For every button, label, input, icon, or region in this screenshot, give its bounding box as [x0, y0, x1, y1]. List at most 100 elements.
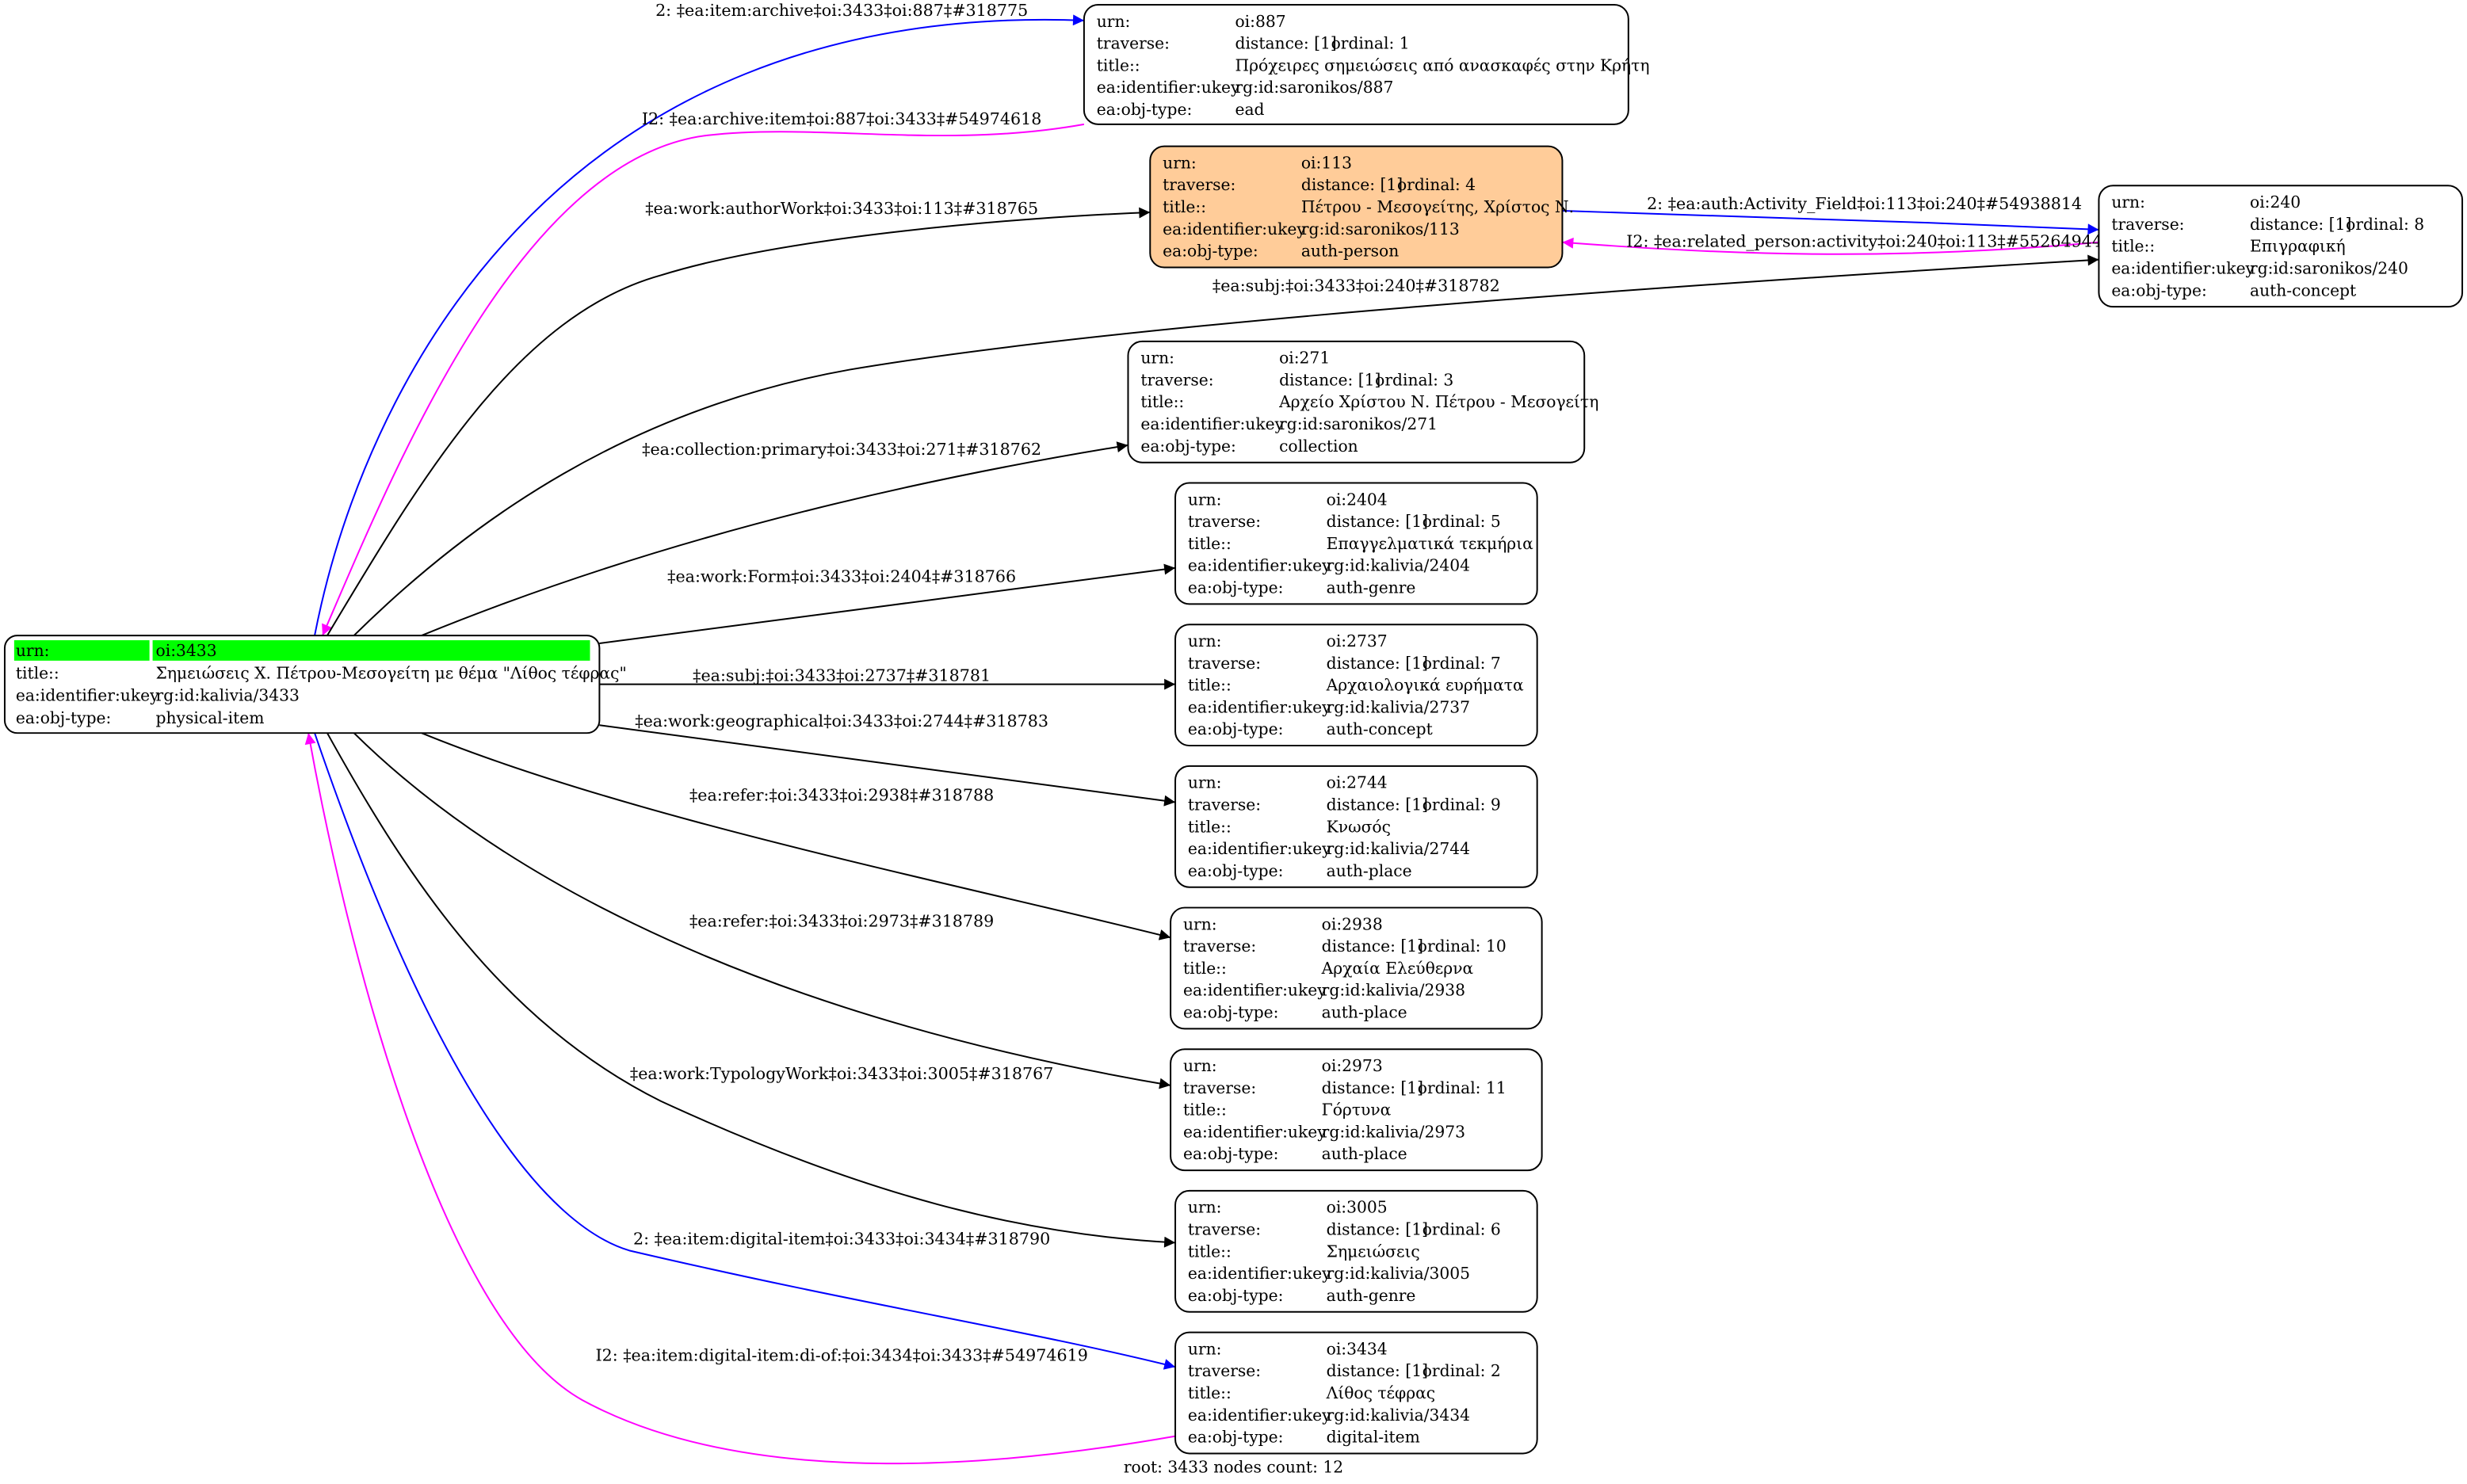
edge-label: ‡ea:subj:‡oi:3433‡oi:240‡#318782: [1212, 276, 1500, 295]
row-label: title::: [1097, 55, 1140, 74]
edge-default[interactable]: ‡ea:subj:‡oi:3433‡oi:240‡#318782: [353, 254, 2099, 636]
node-box[interactable]: [1127, 340, 1586, 464]
row-label: ea:identifier:ukey: [1183, 1122, 1327, 1141]
row-label: ea:identifier:ukey: [1188, 1264, 1331, 1283]
row-value: Σημειώσεις Χ. Πέτρου-Μεσογείτη με θέμα "…: [156, 663, 627, 682]
edge-default[interactable]: ‡ea:work:Form‡oi:3433‡oi:2404‡#318766: [599, 563, 1176, 645]
edge-line[interactable]: [353, 254, 2099, 636]
row-value: distance: [1]: [1279, 370, 1381, 389]
row-value: oi:113: [1301, 153, 1352, 172]
row-value: Αρχείο Χρίστου Ν. Πέτρου - Μεσογείτη: [1278, 392, 1598, 411]
node-box[interactable]: [1174, 1331, 1538, 1455]
row-value: ead: [1235, 100, 1264, 119]
row-label: urn:: [1097, 12, 1131, 31]
edge-default[interactable]: ‡ea:refer:‡oi:3433‡oi:2973‡#318789: [353, 732, 1171, 1089]
edge-line[interactable]: [353, 732, 1171, 1089]
edge-inverse[interactable]: I2: ‡ea:item:digital-item:di-of:‡oi:3434…: [304, 733, 1176, 1465]
row-label: ea:identifier:ukey: [1188, 839, 1331, 858]
edge-forward[interactable]: 2: ‡ea:item:archive‡oi:3433‡oi:887‡#3187…: [314, 1, 1084, 636]
row-value: Γόρτυνα: [1322, 1101, 1392, 1120]
edge-line[interactable]: [421, 732, 1171, 940]
node-box[interactable]: [1174, 1189, 1538, 1313]
row-label: traverse:: [1183, 937, 1256, 956]
ordinal-value: ordinal: 11: [1418, 1078, 1507, 1097]
edge-line[interactable]: [314, 732, 1176, 1370]
urn-label-highlight: [13, 640, 150, 661]
edge-line[interactable]: [327, 207, 1151, 636]
row-value: auth-concept: [2250, 280, 2356, 299]
row-value: distance: [1]: [1327, 1361, 1428, 1380]
ordinal-value: ordinal: 2: [1423, 1361, 1501, 1380]
node-box[interactable]: [1174, 482, 1538, 605]
edge-line[interactable]: [304, 733, 1176, 1465]
row-label: ea:identifier:ukey: [1163, 219, 1306, 238]
edge-label: ‡ea:work:geographical‡oi:3433‡oi:2744‡#3…: [635, 711, 1048, 731]
edge-forward[interactable]: 2: ‡ea:item:digital-item‡oi:3433‡oi:3434…: [314, 732, 1176, 1370]
row-value: oi:3433: [156, 641, 217, 660]
edge-inverse[interactable]: I2: ‡ea:archive:item‡oi:887‡oi:3433‡#549…: [322, 109, 1085, 636]
node-box[interactable]: [1083, 3, 1629, 125]
edge-line[interactable]: [421, 441, 1128, 637]
edge-line[interactable]: [599, 563, 1176, 645]
edge-forward[interactable]: 2: ‡ea:auth:Activity_Field‡oi:113‡oi:240…: [1562, 194, 2099, 235]
edge-default[interactable]: ‡ea:subj:‡oi:3433‡oi:2737‡#318781: [599, 666, 1176, 690]
row-label: title::: [1188, 817, 1232, 836]
node-box[interactable]: [1174, 624, 1538, 747]
edge-label: ‡ea:collection:primary‡oi:3433‡oi:271‡#3…: [642, 440, 1041, 459]
edge-label: ‡ea:work:TypologyWork‡oi:3433‡oi:3005‡#3…: [630, 1064, 1053, 1083]
node-box[interactable]: [1170, 906, 1543, 1030]
row-value: Αρχαία Ελεύθερνα: [1321, 959, 1474, 978]
row-label: urn:: [1163, 153, 1197, 172]
edge-line[interactable]: [327, 732, 1176, 1248]
edge-default[interactable]: ‡ea:refer:‡oi:3433‡oi:2938‡#318788: [421, 732, 1171, 940]
row-value: oi:271: [1279, 349, 1330, 368]
ordinal-value: ordinal: 8: [2346, 215, 2424, 234]
row-label: traverse:: [1183, 1078, 1256, 1097]
edge-line[interactable]: [1562, 210, 2099, 235]
row-value: digital-item: [1327, 1428, 1420, 1447]
row-value: auth-place: [1322, 1144, 1407, 1163]
node-box[interactable]: [1149, 145, 1564, 269]
edge-inverse[interactable]: I2: ‡ea:related_person:activity‡oi:240‡o…: [1562, 232, 2102, 255]
edge-line[interactable]: [1562, 237, 2099, 255]
graph-footer: root: 3433 nodes count: 12: [1124, 1457, 1343, 1476]
edge-default[interactable]: ‡ea:work:geographical‡oi:3433‡oi:2744‡#3…: [599, 711, 1176, 807]
row-value: distance: [1]: [1322, 937, 1423, 956]
row-value: rg:id:kalivia/2973: [1322, 1122, 1465, 1141]
row-label: ea:identifier:ukey: [1140, 414, 1284, 433]
ordinal-value: ordinal: 3: [1375, 370, 1453, 389]
edge-line[interactable]: [599, 724, 1176, 807]
row-label: urn:: [2111, 193, 2145, 212]
edge-label: I2: ‡ea:item:digital-item:di-of:‡oi:3434…: [595, 1345, 1087, 1364]
row-label: ea:obj-type:: [1163, 242, 1258, 261]
row-value: Αρχαιολογικά ευρήματα: [1326, 676, 1524, 695]
row-value: auth-concept: [1327, 719, 1433, 738]
node-box[interactable]: [2098, 185, 2464, 308]
row-label: ea:identifier:ukey: [2111, 258, 2255, 277]
row-value: oi:2404: [1327, 490, 1388, 509]
edge-line[interactable]: [314, 14, 1084, 636]
edge-default[interactable]: ‡ea:collection:primary‡oi:3433‡oi:271‡#3…: [421, 440, 1128, 637]
row-label: ea:obj-type:: [2111, 280, 2207, 299]
edge-line[interactable]: [322, 123, 1085, 636]
node-box[interactable]: [1170, 1048, 1543, 1172]
edge-default[interactable]: ‡ea:work:TypologyWork‡oi:3433‡oi:3005‡#3…: [327, 732, 1176, 1248]
edge-default[interactable]: ‡ea:work:authorWork‡oi:3433‡oi:113‡#3187…: [327, 199, 1151, 636]
row-label: ea:obj-type:: [1188, 719, 1284, 738]
row-value: Επιγραφική: [2250, 237, 2346, 256]
node-box[interactable]: [1174, 765, 1538, 888]
